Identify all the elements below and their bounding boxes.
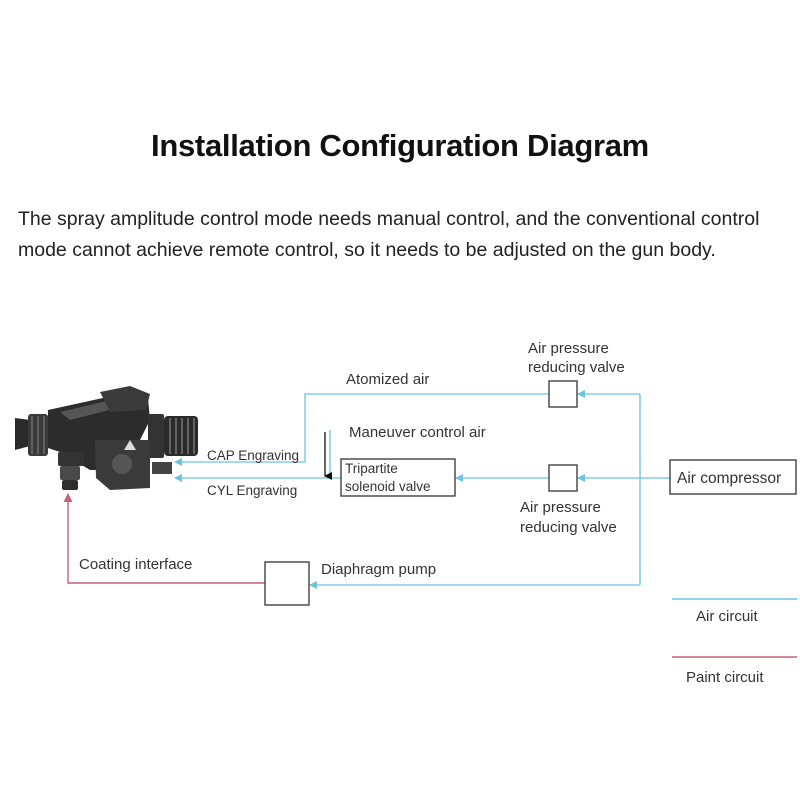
page-title: Installation Configuration Diagram [151,128,649,163]
label-tripartite-2: solenoid valve [345,479,431,494]
label-atomized-air: Atomized air [346,371,429,388]
label-cyl-engraving: CYL Engraving [207,483,297,498]
label-cap-engraving: CAP Engraving [207,448,299,463]
label-maneuver-control-air: Maneuver control air [349,424,486,441]
diaphragm-pump-box [264,561,310,606]
description-text: The spray amplitude control mode needs m… [18,208,760,261]
label-tripartite-1: Tripartite [345,461,398,476]
label-diaphragm-pump: Diaphragm pump [321,561,436,578]
legend-air-circuit: Air circuit [696,608,759,625]
air-compressor-box [669,459,797,495]
legend-paint-circuit: Paint circuit [686,669,764,686]
tripartite-solenoid-valve-box [340,458,456,497]
label-air-compressor: Air compressor [677,470,781,487]
label-air-pressure-bottom-2: reducing valve [520,519,617,536]
legend: Air circuit Paint circuit [672,598,797,686]
paint-circuit-lines [63,493,265,584]
label-air-pressure-bottom-1: Air pressure [520,499,601,516]
air-pressure-valve-bottom [548,464,578,492]
label-coating-interface: Coating interface [79,556,192,573]
label-air-pressure-top-1: Air pressure [528,340,609,357]
air-circuit-lines [174,390,670,589]
label-air-pressure-top-2: reducing valve [528,359,625,376]
air-pressure-valve-top [548,380,578,408]
spray-gun-icon [15,386,198,490]
